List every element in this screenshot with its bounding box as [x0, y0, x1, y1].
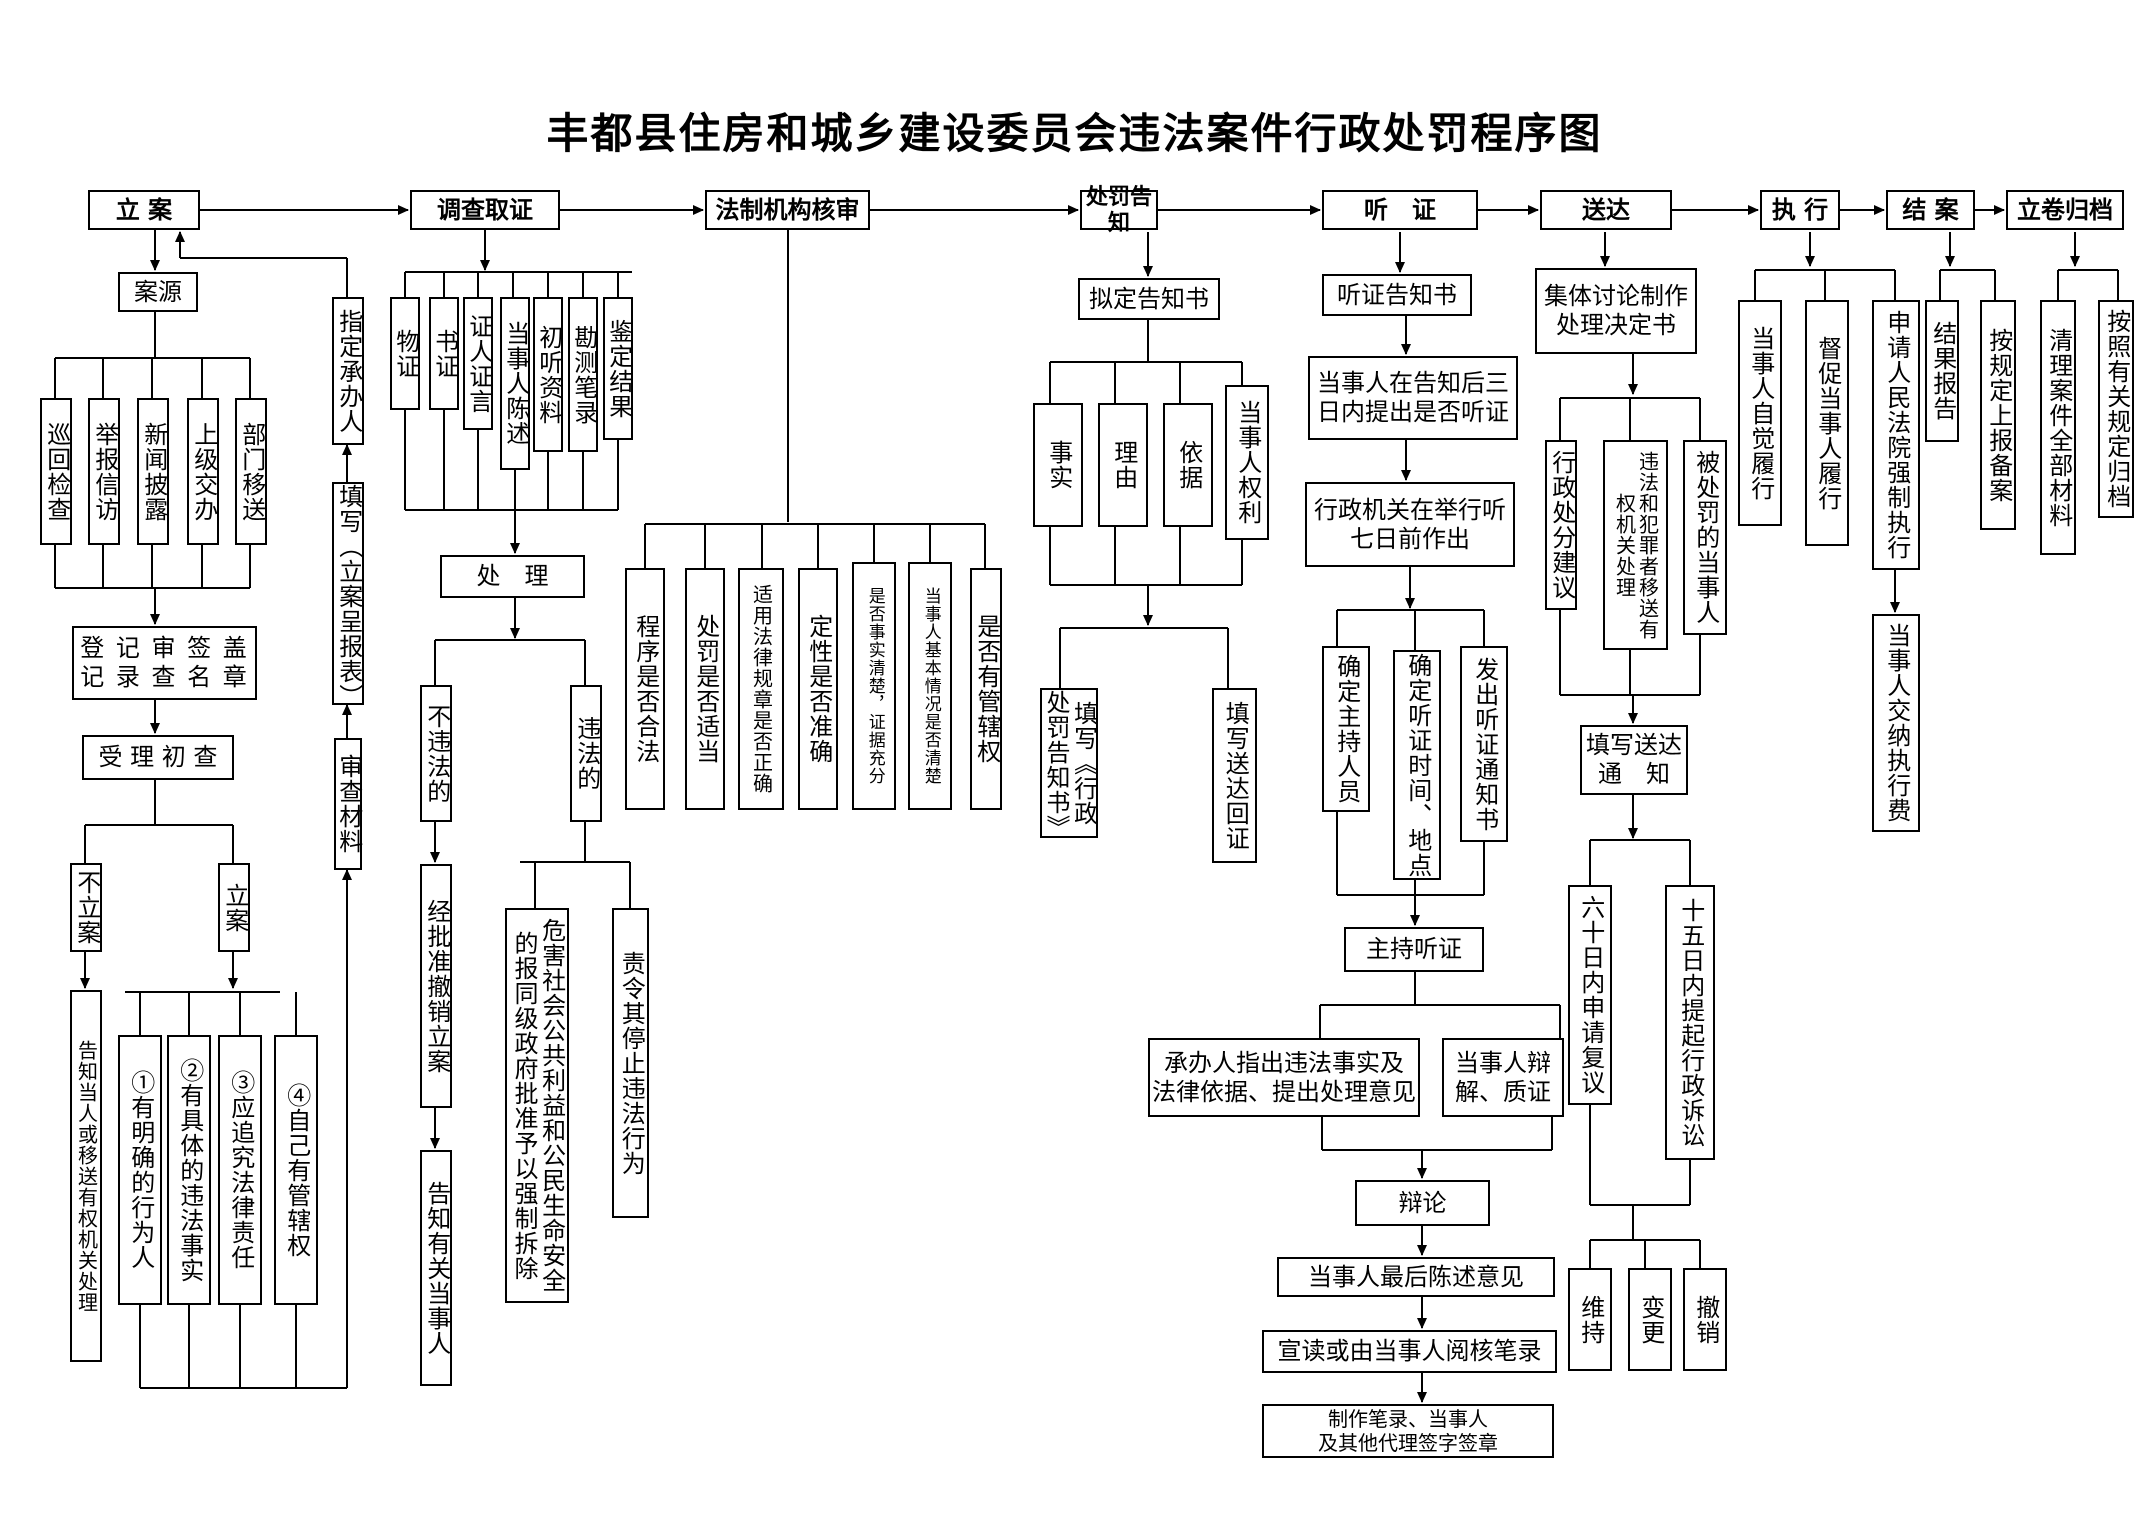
- result-box: 维持: [1568, 1268, 1612, 1371]
- zhuchi-box: 主持听证: [1344, 927, 1484, 972]
- result-box: 撤销: [1683, 1268, 1727, 1371]
- condition-box: ②有具体的违法事实: [167, 1035, 211, 1305]
- step-songda: 送达: [1540, 190, 1672, 230]
- hearing-prep-box: 发出听证通知书: [1460, 646, 1508, 842]
- step-chufa-gaozhi: 处罚告知: [1080, 184, 1158, 236]
- condition-box: ④自己有管辖权: [274, 1035, 318, 1305]
- chuli-box: 处 理: [440, 555, 585, 598]
- shencha-box: 审查材料: [334, 738, 363, 870]
- tianxie-lian-box: 填写（立案呈报表）: [332, 482, 364, 709]
- review-box: 是否事实清楚，证据充分: [852, 562, 896, 810]
- review-box: 是否有管辖权: [970, 568, 1002, 810]
- jiean-item-box: 结果报告: [1925, 300, 1959, 442]
- gaozhi-item-box: 理由: [1098, 403, 1148, 527]
- gaozhi-yisong-box: 告知当人或移送有权机关处理: [70, 990, 102, 1362]
- zhixing-item-box: 当事人自觉履行: [1738, 300, 1782, 526]
- review-box: 当事人基本情况是否清楚: [908, 562, 952, 810]
- fuyi-box: 六十日内申请复议: [1568, 885, 1612, 1105]
- jiti-box: 集体讨论制作 处理决定书: [1535, 268, 1697, 354]
- source-box: 上级交办: [187, 398, 219, 545]
- evidence-box: 鉴定结果: [603, 297, 633, 440]
- hearing-prep-box: 确定主持人员: [1322, 646, 1370, 812]
- step-guidang: 立卷归档: [2006, 190, 2124, 230]
- evidence-box: 当事人陈述: [500, 297, 530, 470]
- bu-weifa-box: 不违法的: [420, 685, 452, 822]
- anyuan-box: 案源: [118, 272, 198, 312]
- hearing-prep-box: 确定听证时间、地点: [1393, 650, 1441, 880]
- niding-box: 拟定告知书: [1078, 278, 1220, 320]
- songda-item-box: 行政处分建议: [1545, 440, 1577, 610]
- step-fazhi: 法制机构核审: [705, 190, 870, 230]
- bu-lian-box: 不立案: [70, 863, 102, 952]
- evidence-box: 书证: [429, 297, 459, 410]
- weihai-box: 危害社会公共利益和公民生命安全的报同级政府批准予以强制拆除: [505, 908, 569, 1303]
- jiaona-box: 当事人交纳执行费: [1872, 614, 1920, 832]
- tichu-box: 当事人在告知后三 日内提出是否听证: [1308, 356, 1518, 440]
- review-box: 程序是否合法: [625, 568, 665, 810]
- condition-box: ①有明确的行为人: [118, 1035, 162, 1305]
- page-title: 丰都县住房和城乡建设委员会违法案件行政处罚程序图: [546, 109, 1603, 158]
- step-jiean: 结 案: [1886, 190, 1975, 230]
- review-box: 处罚是否适当: [685, 568, 725, 810]
- step-lian: 立 案: [88, 190, 200, 230]
- chengban-box: 承办人指出违法事实及 法律依据、提出处理意见: [1148, 1038, 1420, 1117]
- zhixing-item-box: 申请人民法院强制执行: [1872, 300, 1920, 570]
- guidang-item-box: 清理案件全部材料: [2040, 300, 2076, 555]
- gaozhi-dangshiren-box: 告知有关当事人: [420, 1150, 452, 1386]
- guidang-item-box: 按照有关规定归档: [2098, 300, 2134, 518]
- source-box: 巡回检查: [40, 398, 72, 545]
- evidence-box: 勘测笔录: [568, 297, 598, 452]
- zhizuo-box: 制作笔录、当事人 及其他代理签字签章: [1262, 1404, 1554, 1458]
- step-diaocha: 调查取证: [410, 190, 560, 230]
- evidence-box: 初听资料: [533, 297, 563, 452]
- susong-box: 十五日内提起行政诉讼: [1665, 885, 1715, 1160]
- source-box: 部门移送: [235, 398, 267, 545]
- shouli-box: 受 理 初 查: [82, 735, 234, 780]
- xuandu-box: 宣读或由当事人阅核笔录: [1262, 1330, 1557, 1373]
- zhixing-item-box: 督促当事人履行: [1805, 300, 1849, 546]
- tianxie-huizheng-box: 填写送达回证: [1212, 688, 1257, 863]
- weifa-box: 违法的: [570, 685, 602, 822]
- result-box: 变更: [1628, 1268, 1672, 1371]
- gaozhi-item-box: 事实: [1033, 403, 1083, 527]
- tzgzs-box: 听证告知书: [1322, 274, 1472, 316]
- source-box: 举报信访: [88, 398, 120, 545]
- songda-item-box: 被处罚的当事人: [1683, 440, 1727, 635]
- step-zhixing: 执 行: [1760, 190, 1840, 230]
- xingzheng-box: 行政机关在举行听 七日前作出: [1305, 482, 1515, 567]
- source-box: 新闻披露: [137, 398, 169, 545]
- zeling-box: 责令其停止违法行为: [612, 908, 649, 1218]
- chexiao-box: 经批准撤销立案: [420, 864, 452, 1108]
- tianxie-gaozhishu-box: 填写《行政处罚告知书》: [1040, 688, 1098, 840]
- lian-box: 立案: [218, 863, 250, 952]
- bianlun-box: 辩论: [1355, 1180, 1490, 1226]
- register-box: 登 记 审 签 盖 记 录 查 名 章: [72, 626, 257, 700]
- songda-item-box: 违法和犯罪者移送有权机关处理: [1603, 440, 1668, 650]
- gaozhi-item-box: 当事人权利: [1225, 385, 1269, 540]
- evidence-box: 物证: [390, 297, 420, 410]
- review-box: 定性是否准确: [798, 568, 838, 810]
- review-box: 适用法律规章是否正确: [738, 568, 784, 810]
- evidence-box: 证人证言: [463, 297, 493, 430]
- gaozhi-item-box: 依据: [1163, 403, 1213, 527]
- zuihou-box: 当事人最后陈述意见: [1277, 1257, 1555, 1297]
- step-tingzheng: 听 证: [1322, 190, 1478, 230]
- bianjie-box: 当事人辩 解、质证: [1442, 1038, 1564, 1117]
- condition-box: ③应追究法律责任: [218, 1035, 262, 1305]
- zhiding-box: 指定承办人: [332, 297, 364, 445]
- tianxie-songda-box: 填写送达 通 知: [1580, 725, 1688, 795]
- jiean-item-box: 按规定上报备案: [1980, 300, 2016, 530]
